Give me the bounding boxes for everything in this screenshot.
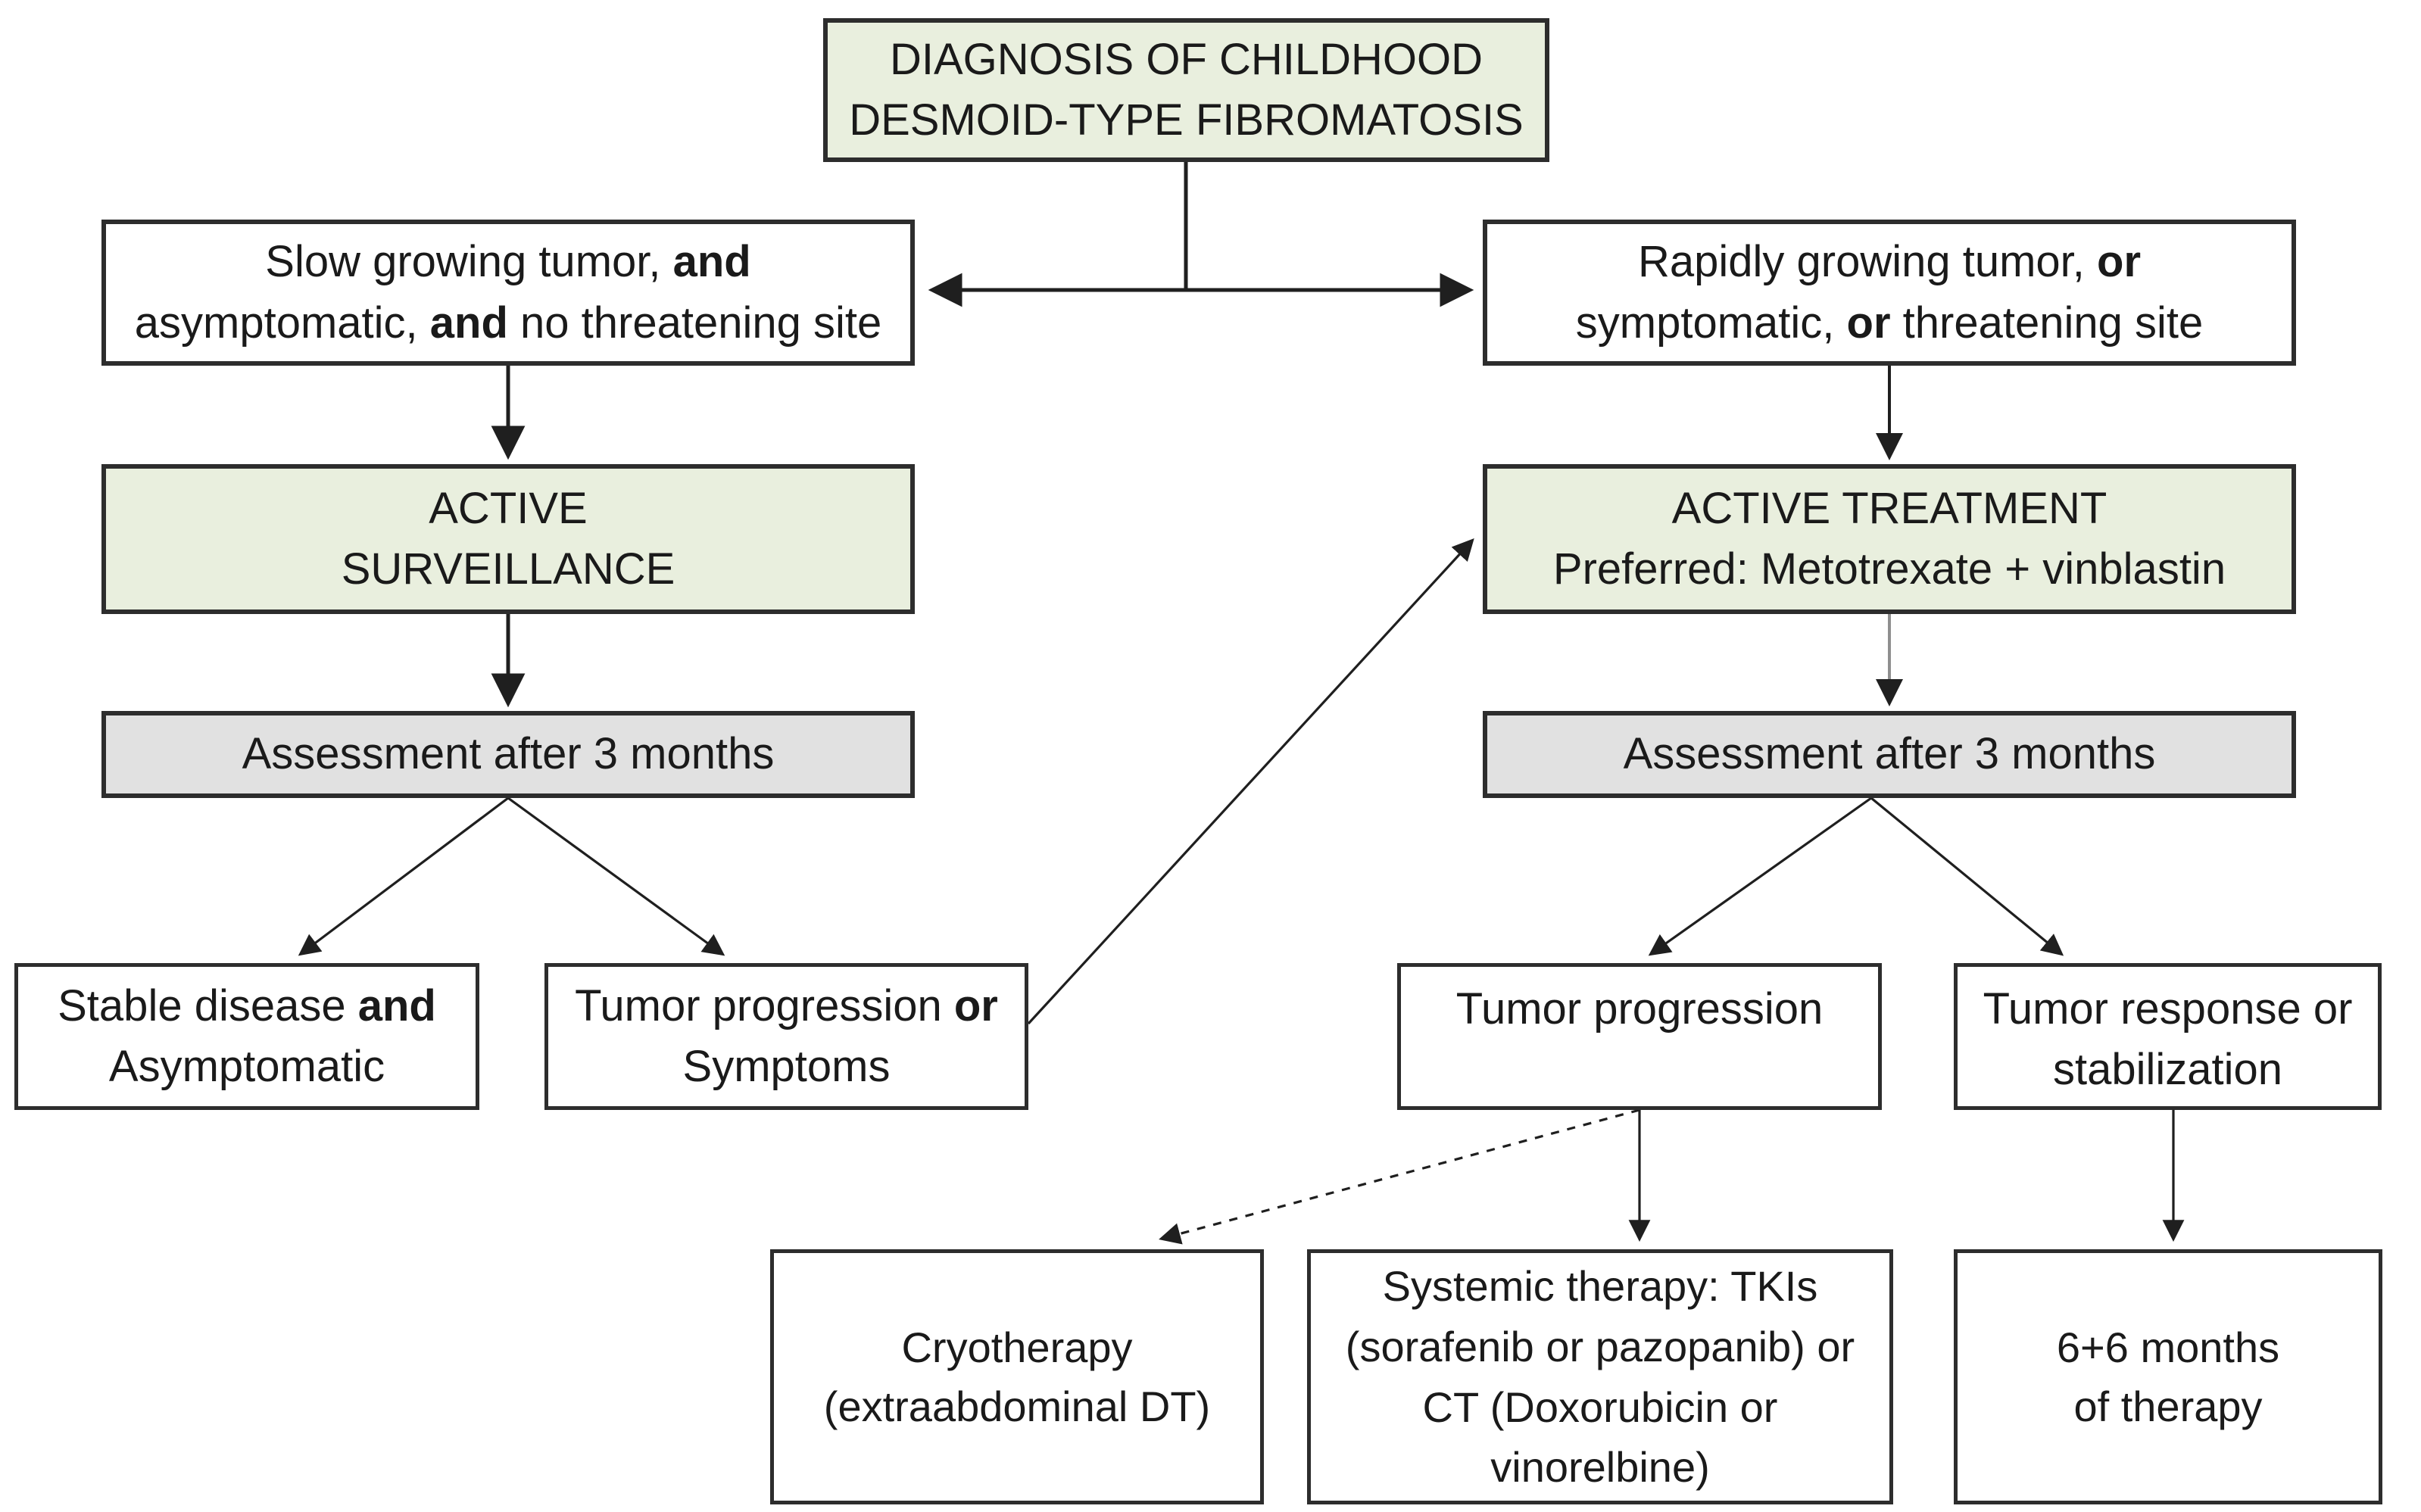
node-progression-symptoms: Tumor progression or Symptoms bbox=[544, 963, 1028, 1110]
node-diagnosis-line1: DIAGNOSIS OF CHILDHOOD bbox=[889, 34, 1483, 84]
node-tumor-progression-label: Tumor progression bbox=[1455, 984, 1824, 1033]
node-slow-growing-line1: Slow growing tumor, and bbox=[265, 237, 751, 287]
node-slow-growing: Slow growing tumor, and asymptomatic, an… bbox=[101, 220, 915, 366]
connector-assessment-to-progression-symptoms bbox=[507, 797, 725, 956]
node-six-plus-six-months: 6+6 months of therapy bbox=[1954, 1249, 2382, 1504]
node-rapidly-growing-line1: Rapidly growing tumor, or bbox=[1637, 237, 2142, 287]
node-systemic-therapy-line2: (sorafenib or pazopanib) or bbox=[1345, 1322, 1855, 1370]
node-systemic-therapy: Systemic therapy: TKIs (sorafenib or paz… bbox=[1307, 1249, 1893, 1504]
node-progression-symptoms-line2: Symptoms bbox=[682, 1042, 891, 1091]
node-stable-disease-line2: Asymptomatic bbox=[108, 1042, 385, 1091]
node-active-surveillance: ACTIVE SURVEILLANCE bbox=[101, 464, 915, 614]
node-cryotherapy-line2: (extraabdominal DT) bbox=[823, 1382, 1211, 1430]
node-active-treatment-line1: ACTIVE TREATMENT bbox=[1671, 483, 2107, 533]
node-active-treatment: ACTIVE TREATMENT Preferred: Metotrexate … bbox=[1483, 464, 2296, 614]
node-active-surveillance-line2: SURVEILLANCE bbox=[341, 544, 675, 594]
node-assessment-right-label: Assessment after 3 months bbox=[1623, 729, 2156, 779]
connector-symptoms-to-treatment bbox=[1027, 538, 1474, 1025]
node-slow-growing-line2: asymptomatic, and no threatening site bbox=[134, 298, 882, 348]
node-stable-disease-line1: Stable disease and bbox=[58, 980, 436, 1030]
node-systemic-therapy-line3: CT (Doxorubicin or bbox=[1422, 1383, 1778, 1431]
node-stable-disease: Stable disease and Asymptomatic bbox=[14, 963, 479, 1110]
node-tumor-response-line2: stabilization bbox=[2052, 1045, 2283, 1095]
node-assessment-left-label: Assessment after 3 months bbox=[242, 729, 775, 779]
node-cryotherapy-line1: Cryotherapy bbox=[901, 1323, 1133, 1372]
node-assessment-left: Assessment after 3 months bbox=[101, 711, 915, 798]
node-systemic-therapy-line1: Systemic therapy: TKIs bbox=[1382, 1262, 1818, 1311]
node-diagnosis: DIAGNOSIS OF CHILDHOOD DESMOID-TYPE FIBR… bbox=[823, 18, 1549, 162]
node-systemic-therapy-line4: vinorelbine) bbox=[1490, 1443, 1710, 1492]
connector-assessment-to-tumor-progression bbox=[1648, 797, 1872, 956]
node-active-treatment-line2: Preferred: Metotrexate + vinblastin bbox=[1552, 544, 2226, 594]
node-progression-symptoms-line1: Tumor progression or bbox=[575, 980, 998, 1030]
node-rapidly-growing-line2: symptomatic, or threatening site bbox=[1575, 298, 2204, 348]
connector-progression-to-cryotherapy bbox=[1159, 1108, 1640, 1245]
node-active-surveillance-line1: ACTIVE bbox=[429, 483, 588, 533]
node-six-plus-six-months-line1: 6+6 months bbox=[2056, 1323, 2280, 1372]
node-assessment-right: Assessment after 3 months bbox=[1483, 711, 2296, 798]
connector-assessment-to-stable bbox=[298, 797, 509, 956]
node-diagnosis-line2: DESMOID-TYPE FIBROMATOSIS bbox=[849, 95, 1524, 145]
node-tumor-response: Tumor response or stabilization bbox=[1954, 963, 2382, 1110]
node-tumor-response-line1: Tumor response or bbox=[1983, 984, 2353, 1033]
node-cryotherapy: Cryotherapy (extraabdominal DT) bbox=[770, 1249, 1264, 1504]
node-tumor-progression: Tumor progression bbox=[1397, 963, 1882, 1110]
node-six-plus-six-months-line2: of therapy bbox=[2073, 1382, 2263, 1430]
connector-assessment-to-tumor-response bbox=[1870, 797, 2064, 956]
node-rapidly-growing: Rapidly growing tumor, or symptomatic, o… bbox=[1483, 220, 2296, 366]
